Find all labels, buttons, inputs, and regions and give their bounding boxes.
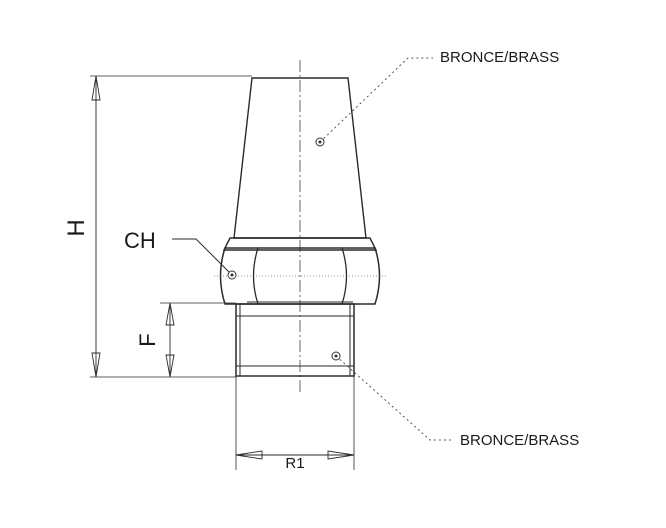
label-top-material: BRONCE/BRASS — [440, 49, 559, 66]
label-bottom-material: BRONCE/BRASS — [460, 432, 579, 449]
label-hex: CH — [124, 228, 156, 253]
dimension-r1 — [235, 376, 355, 470]
thread-body — [235, 303, 355, 377]
dimension-f — [160, 302, 236, 378]
leader-hex — [172, 238, 237, 280]
label-height: H — [63, 219, 90, 236]
label-thread-length: F — [135, 333, 160, 346]
dimension-h — [90, 75, 252, 378]
label-thread: R1 — [285, 455, 304, 472]
leader-bottom-material — [331, 351, 452, 441]
leader-top-material — [315, 57, 433, 147]
